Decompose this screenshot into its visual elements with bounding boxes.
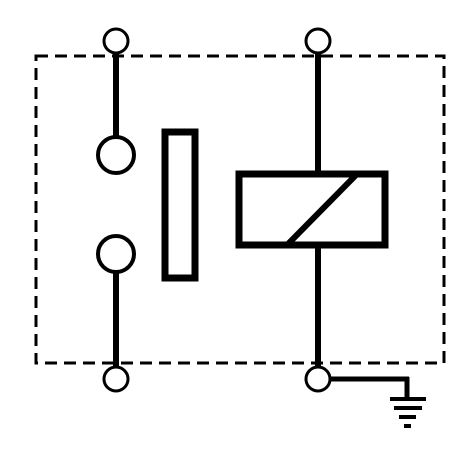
terminal-bottom-left xyxy=(102,365,130,393)
contact-top-terminal xyxy=(96,135,136,175)
relay-contact xyxy=(96,52,136,368)
terminal-top-left xyxy=(102,27,130,55)
dashed-enclosure xyxy=(34,54,446,365)
coil-diagonal xyxy=(284,171,360,248)
terminal-bottom-right xyxy=(304,365,332,393)
relay-coil xyxy=(235,52,389,368)
ground-connection xyxy=(318,376,426,428)
coil-box xyxy=(235,170,389,249)
terminal-top-right xyxy=(304,27,332,55)
contact-bottom-terminal xyxy=(96,234,136,274)
contact-armature xyxy=(161,128,199,282)
